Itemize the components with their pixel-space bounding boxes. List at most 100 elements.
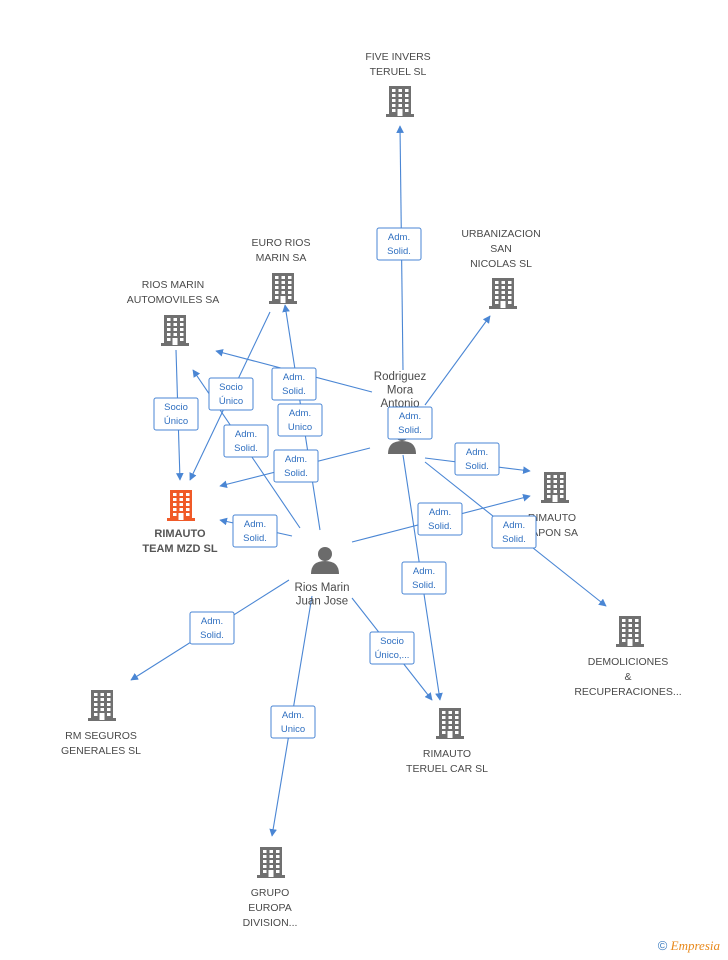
relation-badge-text: Adm.	[282, 710, 304, 721]
relation-badge-text: Solid.	[398, 425, 422, 436]
node-label: MARIN SA	[256, 252, 307, 264]
building-icon	[541, 472, 569, 503]
relation-badge-text: Socio	[164, 402, 188, 413]
relation-badge-text: Solid.	[243, 533, 267, 544]
copyright-icon: ©	[657, 938, 668, 953]
relation-badge[interactable]: Adm. Solid.	[232, 514, 278, 548]
relation-badge[interactable]: Adm. Solid.	[189, 611, 235, 645]
node-label: GRUPO	[251, 887, 290, 899]
relation-badge-text: Adm.	[503, 520, 525, 531]
relation-badge-text: Adm.	[413, 566, 435, 577]
relation-badge[interactable]: Adm. Unico	[277, 403, 323, 437]
node-euro_rios[interactable]: EURO RIOS MARIN SA	[252, 237, 311, 304]
node-label: DIVISION...	[243, 917, 298, 929]
building-icon	[167, 490, 195, 521]
relation-badge-text: Único	[219, 396, 243, 407]
node-label: TERUEL CAR SL	[406, 763, 488, 775]
relation-badge-text: Único	[164, 416, 188, 427]
relation-badge-text: Solid.	[465, 461, 489, 472]
node-label: Mora	[387, 385, 414, 397]
node-rios_marin_auto[interactable]: RIOS MARIN AUTOMOVILES SA	[127, 279, 220, 346]
relation-badge-text: Solid.	[282, 386, 306, 397]
relation-badge-text: Adm.	[429, 507, 451, 518]
relation-badge[interactable]: Adm. Solid.	[491, 515, 537, 549]
node-rm_seguros[interactable]: RM SEGUROS GENERALES SL	[61, 690, 141, 757]
node-label: NICOLAS SL	[470, 258, 532, 270]
building-icon	[489, 278, 517, 309]
relation-badge-text: Adm.	[466, 447, 488, 458]
building-icon	[88, 690, 116, 721]
relation-badge-text: Solid.	[200, 630, 224, 641]
relation-badge[interactable]: Adm. Unico	[270, 705, 316, 739]
relation-badge-text: Unico	[288, 422, 312, 433]
relation-badge-text: Solid.	[412, 580, 436, 591]
relation-badge-text: Adm.	[388, 232, 410, 243]
node-label: &	[624, 671, 631, 683]
node-label: RIMAUTO	[154, 528, 206, 540]
node-label: TERUEL SL	[370, 66, 427, 78]
node-label: RIOS MARIN	[142, 279, 204, 291]
node-label: JAPON SA	[526, 527, 578, 539]
node-label: FIVE INVERS	[365, 51, 430, 63]
relation-badge[interactable]: Adm. Solid.	[417, 502, 463, 536]
node-rimauto_team[interactable]: RIMAUTO TEAM MZD SL	[142, 490, 218, 555]
relation-badge[interactable]: Adm. Solid.	[454, 442, 500, 476]
footer-brand: © Empresia	[658, 938, 720, 954]
building-icon	[436, 708, 464, 739]
building-icon	[386, 86, 414, 117]
relation-badge-text: Solid.	[502, 534, 526, 545]
relation-badge[interactable]: Adm. Solid.	[376, 227, 422, 261]
node-label: EUROPA	[248, 902, 292, 914]
relation-badge-text: Solid.	[428, 521, 452, 532]
person-icon	[311, 547, 339, 574]
relation-badge[interactable]: Adm. Solid.	[273, 449, 319, 483]
relation-badge-text: Solid.	[387, 246, 411, 257]
node-rimauto_japon[interactable]: RIMAUTO JAPON SA	[526, 472, 578, 539]
relation-badge-text: Unico	[281, 724, 305, 735]
node-label: URBANIZACION	[461, 228, 540, 240]
relation-badge-text: Adm.	[399, 411, 421, 422]
relation-badge-text: Adm.	[201, 616, 223, 627]
node-label: RM SEGUROS	[65, 730, 137, 742]
node-rimauto_teruel[interactable]: RIMAUTO TERUEL CAR SL	[406, 708, 488, 775]
relation-badge-text: Solid.	[284, 468, 308, 479]
relation-badge[interactable]: Adm. Solid.	[387, 406, 433, 440]
node-urbanizacion[interactable]: URBANIZACION SAN NICOLAS SL	[461, 228, 541, 309]
node-label: Juan Jose	[296, 596, 348, 608]
node-demoliciones[interactable]: DEMOLICIONES & RECUPERACIONES...	[574, 616, 682, 698]
relation-badge-text: Adm.	[244, 519, 266, 530]
node-label: TEAM MZD SL	[142, 543, 217, 555]
relation-badge-text: Socio	[219, 382, 243, 393]
relation-badge-text: Adm.	[289, 408, 311, 419]
relation-badge-text: Adm.	[235, 429, 257, 440]
relation-badge-text: Solid.	[234, 443, 258, 454]
node-five_invers[interactable]: FIVE INVERS TERUEL SL	[365, 51, 431, 117]
relation-badge-text: Adm.	[285, 454, 307, 465]
node-label: AUTOMOVILES SA	[127, 294, 220, 306]
node-label: SAN	[490, 243, 512, 255]
relation-badge[interactable]: Adm. Solid.	[271, 367, 317, 401]
relation-badge[interactable]: Adm. Solid.	[401, 561, 447, 595]
node-label: RIMAUTO	[528, 512, 576, 524]
relation-badge-text: Adm.	[283, 372, 305, 383]
node-grupo_europa[interactable]: GRUPO EUROPA DIVISION...	[243, 847, 298, 929]
node-label: RECUPERACIONES...	[574, 686, 681, 698]
relation-badge-text: Único,...	[375, 650, 410, 661]
node-label: EURO RIOS	[252, 237, 311, 249]
node-label: DEMOLICIONES	[588, 656, 669, 668]
building-icon	[269, 273, 297, 304]
edge-rodriguez-to-urbanizacion	[424, 315, 491, 406]
brand-name[interactable]: Empresia	[670, 938, 720, 953]
relation-badge[interactable]: Adm. Solid.	[223, 424, 269, 458]
relation-badge-text: Socio	[380, 636, 404, 647]
node-label: Rodriguez	[374, 371, 427, 383]
relation-badge[interactable]: SocioÚnico,...	[369, 631, 415, 665]
building-icon	[616, 616, 644, 647]
node-label: GENERALES SL	[61, 745, 141, 757]
building-icon	[161, 315, 189, 346]
node-label: RIMAUTO	[423, 748, 471, 760]
